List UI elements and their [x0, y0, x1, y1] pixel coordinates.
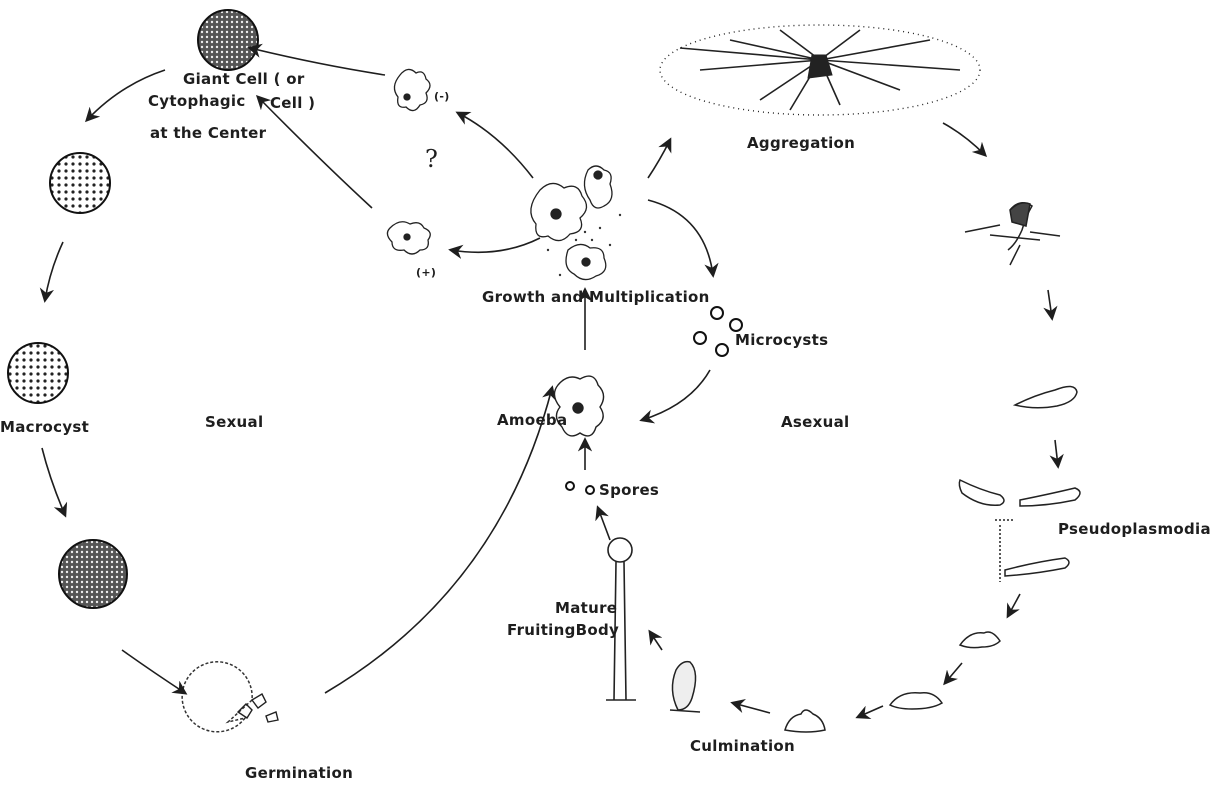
amoeba-label: Amoeba [497, 411, 568, 429]
culmination-stages-icon [669, 631, 1001, 733]
macrocyst-label: Macrocyst [0, 418, 90, 436]
growth-label: Growth and Multiplication [482, 288, 710, 306]
culmination-label: Culmination [690, 737, 795, 755]
asexual-cycle-arrows [648, 122, 1064, 719]
microcysts-label: Microcysts [735, 331, 829, 349]
slug-icon [958, 385, 1081, 582]
pseudoplasmodia-label: Pseudoplasmodia [1058, 520, 1211, 538]
macrocyst-early-icon [49, 152, 111, 214]
sexual-cycle-arrows [39, 43, 557, 695]
cell-label: Cell ) [270, 94, 316, 112]
germinating-macrocyst-icon [181, 661, 279, 733]
growing-amoebae-icon [530, 165, 622, 281]
germination-label: Germination [245, 764, 354, 782]
question-mark: ? [425, 145, 439, 173]
fruiting-body-label: FruitingBody [507, 621, 620, 639]
giant-cell-label: Giant Cell ( or [183, 70, 305, 88]
aggregation-label: Aggregation [747, 134, 856, 152]
minus-mating-type: (-) [434, 90, 450, 103]
at-center-label: at the Center [150, 124, 267, 142]
center-arrows [577, 137, 719, 541]
mature-label: Mature [555, 599, 618, 617]
early-aggregate-icon [964, 202, 1061, 266]
fruiting-body-icon [606, 537, 636, 701]
spores-label: Spores [599, 481, 660, 499]
cytophagic-label: Cytophagic [148, 92, 246, 110]
sexual-label: Sexual [205, 413, 264, 431]
mating-type-amoebae [386, 68, 431, 255]
aggregation-icon [659, 24, 981, 116]
macrocyst-mature-icon [58, 539, 128, 609]
amoeba-icon [553, 375, 605, 437]
giant-cell-icon [197, 9, 259, 71]
macrocyst-icon [7, 342, 69, 404]
asexual-label: Asexual [781, 413, 850, 431]
spores-icon [565, 481, 595, 495]
plus-mating-type: (+) [416, 266, 437, 279]
microcysts-icon [693, 306, 743, 357]
